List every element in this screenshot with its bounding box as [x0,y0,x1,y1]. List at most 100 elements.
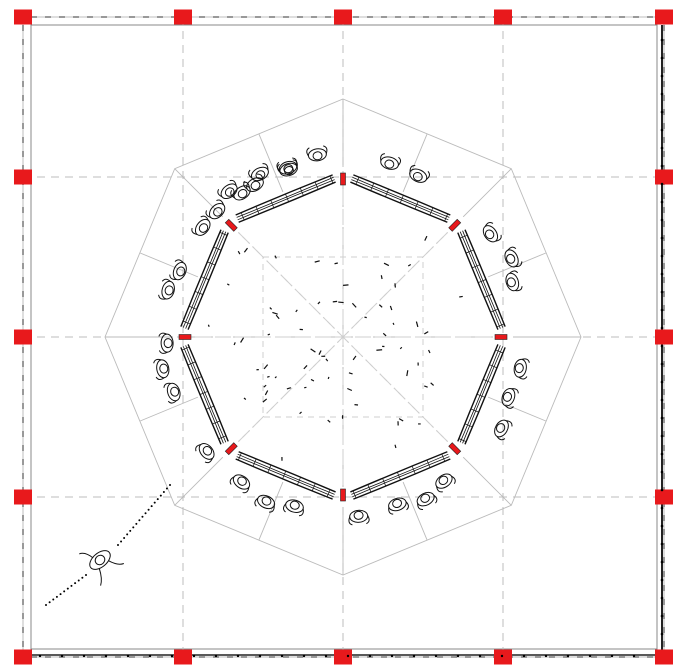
column-r5-c5 [655,649,673,665]
person-head-3 [237,188,248,199]
edge-dot-right [660,542,664,546]
person-head-29 [198,223,209,233]
path-dot-down-3 [52,598,55,601]
bench-slat-2 [496,323,505,328]
seated-person-11 [501,387,519,409]
bench-line-7-3 [182,230,224,328]
interior-mark-65 [243,397,247,400]
person-head-24 [176,266,186,277]
edge-dot-right [660,92,664,96]
seated-person-6 [409,164,430,183]
walker-limbs [79,552,125,586]
post-7 [178,334,192,340]
sector-line-vertex-4 [462,456,512,506]
bench-slat-1 [355,176,360,185]
bench-line-6-1 [187,344,229,442]
interior-mark-30 [383,262,390,267]
seated-person-23 [158,278,175,300]
bench-line-1-4 [353,174,451,216]
path-dot-down-2 [48,601,51,604]
bench-slat-6 [181,346,190,351]
edge-dot-right [660,506,664,510]
path-dot-up-13 [153,501,156,504]
bench-slat-8 [285,194,289,202]
bench-slat-2 [459,234,468,239]
interior-mark-4 [430,382,435,386]
person-head-6 [412,171,423,182]
bench-line-6-3 [182,346,224,444]
bench-slat-8 [240,212,245,221]
person-head-13 [420,493,431,503]
interior-mark-58 [399,346,403,350]
bench-line-5-2 [237,453,335,495]
person-head-5 [384,159,395,169]
path-dot-up-4 [126,533,129,536]
seated-person-20 [163,382,181,404]
column-r5-c1 [14,649,32,665]
seated-person-30 [494,419,513,441]
edge-dot-bottom [192,654,196,658]
person-head-1 [283,166,294,176]
bench-slat-5 [297,477,301,485]
edge-dot-right [660,74,664,78]
interior-mark-45 [424,331,429,335]
seated-person-16 [282,499,304,517]
bench-slat-8 [299,187,304,196]
bench-slat-1 [444,213,449,222]
sector-line-mid-3 [487,396,547,422]
column-r4-c5 [655,489,673,505]
person-arms-24 [169,259,184,280]
sector-line-vertex-2 [462,168,512,218]
bench-line-4-2 [351,453,449,495]
bench-slat-4 [352,490,357,499]
bench-slat-6 [193,376,202,381]
seated-person-22 [158,332,174,354]
bench-ring [180,174,506,500]
interior-mark-28 [407,263,412,267]
bench-slat-8 [255,206,260,214]
path-dot-up-16 [162,491,165,494]
edge-dot-bottom [126,654,130,658]
column-r5-c4 [494,649,512,665]
person-arms-23 [158,278,171,300]
edge-dot-bottom [412,654,416,658]
edge-dot-right [660,110,664,114]
bench-line-7-4 [180,229,222,327]
bench-slat-6 [212,420,220,425]
edge-dot-bottom [60,654,64,658]
seated-person-28 [276,157,298,175]
person-arms-16 [282,503,304,517]
bench-slat-6 [200,391,208,395]
interior-mark-63 [233,342,236,346]
edge-dot-bottom [390,654,394,658]
interior-mark-37 [274,255,277,259]
sector-line-mid-5 [258,481,284,541]
edge-dot-bottom [544,654,548,658]
path-dot-up-15 [159,494,162,497]
edge-dot-bottom [302,654,306,658]
bench-line-5-1 [238,451,336,493]
interior-mark-34 [424,385,428,388]
person-head-28 [283,164,294,174]
bench-slat-1 [370,182,375,191]
column-r1-c5 [655,9,673,25]
bench-slat-4 [397,472,401,480]
post-shape-2 [448,218,462,232]
person-arms-28 [276,157,298,171]
path-dot-up-14 [156,498,159,501]
person-arms-18 [229,476,250,494]
person-head-20 [170,386,180,397]
walker-shoulders [89,550,111,570]
seated-person-7 [482,221,502,243]
post-shape-1 [340,172,346,186]
path-dot-down-5 [59,593,62,596]
path-dot-up-10 [144,512,147,515]
bench-slat-4 [411,466,416,474]
path-dot-down-7 [66,587,69,590]
seated-person-25 [205,199,226,220]
person-head-4 [312,151,323,161]
sector-line-mid-7 [139,252,199,278]
seated-person-13 [416,491,438,510]
person-head-22 [163,338,173,349]
seated-person-4 [306,145,328,162]
